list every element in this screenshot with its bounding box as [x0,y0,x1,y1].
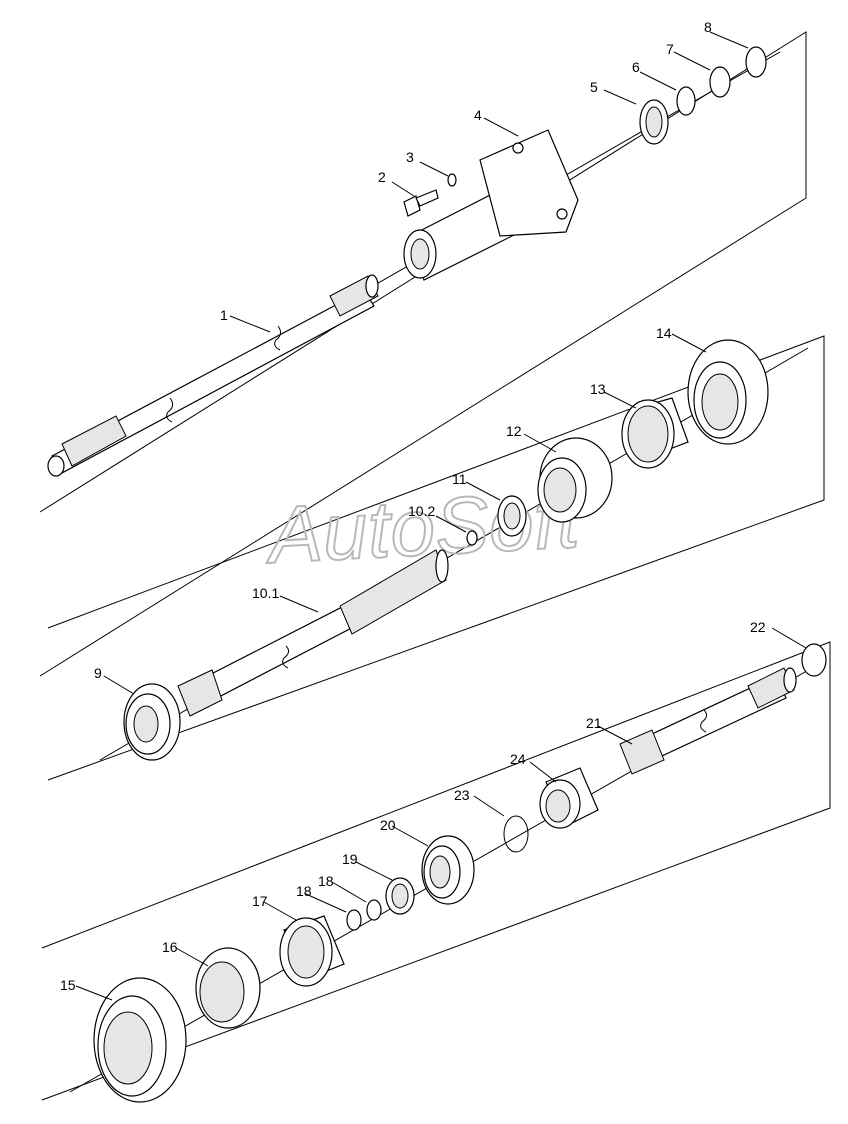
label-17: 17 [252,893,268,909]
washer-3 [447,173,457,187]
label-13: 13 [590,381,606,397]
label-23: 23 [454,787,470,803]
ball-bearing-9 [123,683,181,761]
label-12: 12 [506,423,522,439]
label-15: 15 [60,977,76,993]
bearing-housing-4 [403,129,579,281]
needle-bearing-16 [195,947,261,1029]
snap-ring-23 [503,815,529,853]
label-5: 5 [590,79,598,95]
label-1: 1 [220,307,228,323]
label-21: 21 [586,715,602,731]
label-10-2: 10.2 [408,503,435,519]
pin-10-2 [466,530,478,546]
ring-18b [366,899,382,921]
label-2: 2 [378,169,386,185]
label-7: 7 [666,41,674,57]
shaft-21 [619,667,797,775]
label-6: 6 [632,59,640,75]
ring-22 [801,643,827,677]
gear-12 [537,437,613,523]
label-11: 11 [452,471,467,487]
shaft-1 [47,274,379,477]
label-18b: 18 [318,873,334,889]
ball-bearing-20 [421,835,475,905]
leader-lines [75,31,807,1001]
spacer-11 [497,495,527,537]
bolt-2 [403,189,439,217]
label-24: 24 [510,751,526,767]
label-14: 14 [656,325,672,341]
label-18a: 18 [296,883,312,899]
label-22: 22 [750,619,766,635]
label-4: 4 [474,107,482,123]
bushing-17 [279,915,345,987]
label-19: 19 [342,851,358,867]
part-labels: 1 2 3 4 5 6 7 8 9 10.1 10.2 11 12 13 14 … [60,19,766,993]
gear-15 [93,977,187,1103]
ring-6 [676,86,696,116]
label-8: 8 [704,19,712,35]
ring-19 [385,877,415,915]
ring-8 [745,46,767,78]
rings-5-8 [639,46,767,145]
label-16: 16 [162,939,178,955]
label-20: 20 [380,817,396,833]
needle-bearing-24 [539,767,599,829]
label-9: 9 [94,665,102,681]
ring-18a [346,909,362,931]
bushing-13 [621,397,689,469]
ring-7 [709,66,731,98]
shaft-10-1 [177,549,449,717]
gear-14 [687,339,769,445]
label-10-1: 10.1 [252,585,279,601]
label-3: 3 [406,149,414,165]
